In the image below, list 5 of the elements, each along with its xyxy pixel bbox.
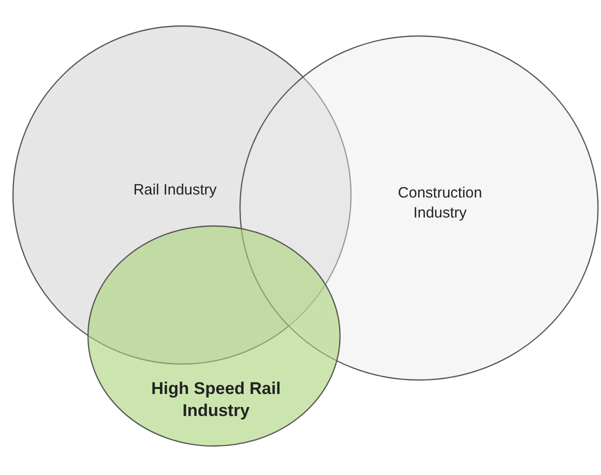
circle-label: High Speed Rail Industry [150, 378, 282, 422]
circle-label: Rail Industry [132, 180, 218, 200]
venn-circle [87, 225, 341, 447]
venn-circle [239, 35, 599, 381]
circle-label: Construction Industry [396, 184, 484, 222]
